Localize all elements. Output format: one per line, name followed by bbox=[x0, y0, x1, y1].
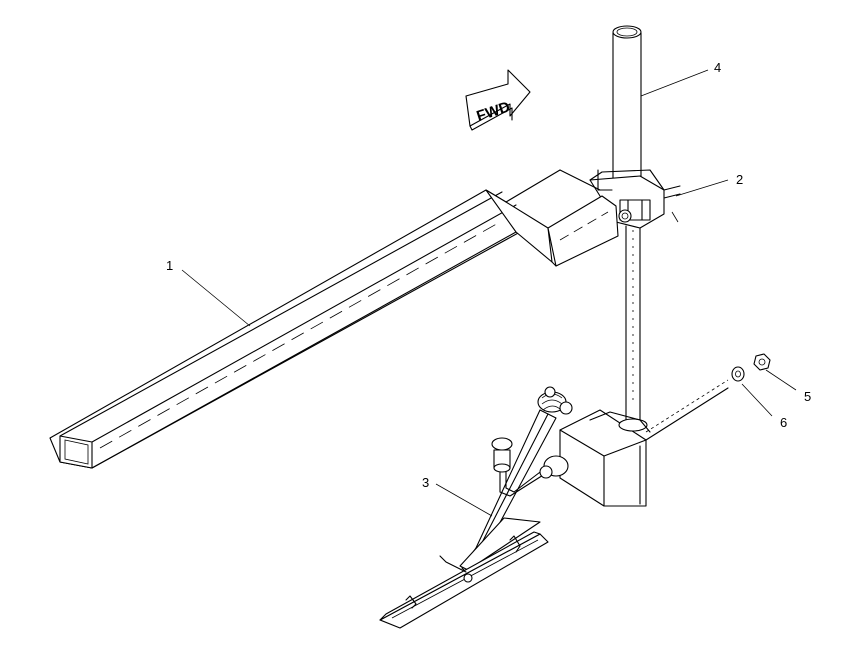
callout-1: 1 bbox=[166, 258, 173, 273]
hardware bbox=[645, 353, 771, 441]
fwd-arrow: FWD bbox=[465, 69, 531, 131]
callout-2: 2 bbox=[736, 172, 743, 187]
washer bbox=[731, 366, 745, 382]
clamp-bracket bbox=[589, 169, 681, 229]
frame-tube bbox=[49, 169, 619, 469]
callout-5: 5 bbox=[804, 389, 811, 404]
lower-mount-box bbox=[559, 409, 651, 507]
vertical-post bbox=[612, 25, 642, 421]
callout-labels: 1 2 3 4 5 6 bbox=[166, 60, 811, 490]
callout-4: 4 bbox=[714, 60, 721, 75]
callout-6: 6 bbox=[780, 415, 787, 430]
callout-3: 3 bbox=[422, 475, 429, 490]
leader-lines bbox=[181, 69, 797, 517]
pedal-assembly bbox=[379, 386, 573, 629]
nut bbox=[753, 353, 771, 371]
